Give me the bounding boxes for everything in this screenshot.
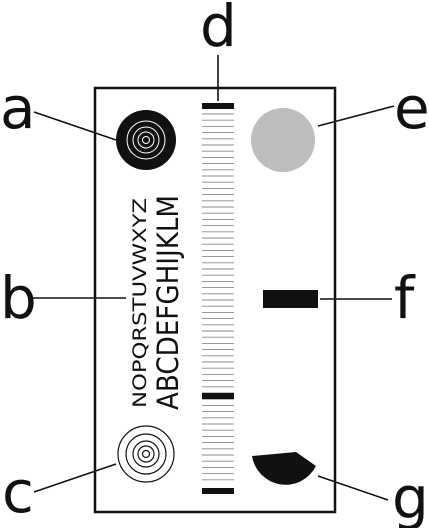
outline-concentric-target-icon (117, 425, 175, 483)
ruler-scale (202, 103, 234, 494)
gray-disc-icon (251, 108, 315, 172)
leader-line-c (33, 463, 117, 493)
leader-line-a (33, 111, 117, 141)
callout-b: b (0, 264, 37, 332)
letter-chart: NOPQRSTUVWXYZ ABCDEFGHIJKLM (129, 195, 185, 410)
callout-f: f (394, 264, 416, 332)
leader-line-g (317, 475, 389, 501)
callout-c: c (2, 458, 34, 526)
ruler-marker (202, 488, 234, 494)
ruler-marker (202, 393, 234, 399)
half-disc-icon (252, 452, 316, 485)
ruler-marker (202, 103, 234, 109)
black-bar-icon (263, 290, 318, 308)
leader-line-e (317, 105, 395, 127)
callout-a: a (0, 74, 36, 142)
filled-concentric-target-icon (116, 110, 176, 170)
callout-g: g (392, 464, 429, 528)
callout-e: e (394, 74, 429, 142)
letter-chart-line-large: ABCDEFGHIJKLM (151, 195, 185, 410)
callout-d: d (200, 0, 237, 60)
letter-chart-line-small: NOPQRSTUVWXYZ (129, 198, 151, 408)
